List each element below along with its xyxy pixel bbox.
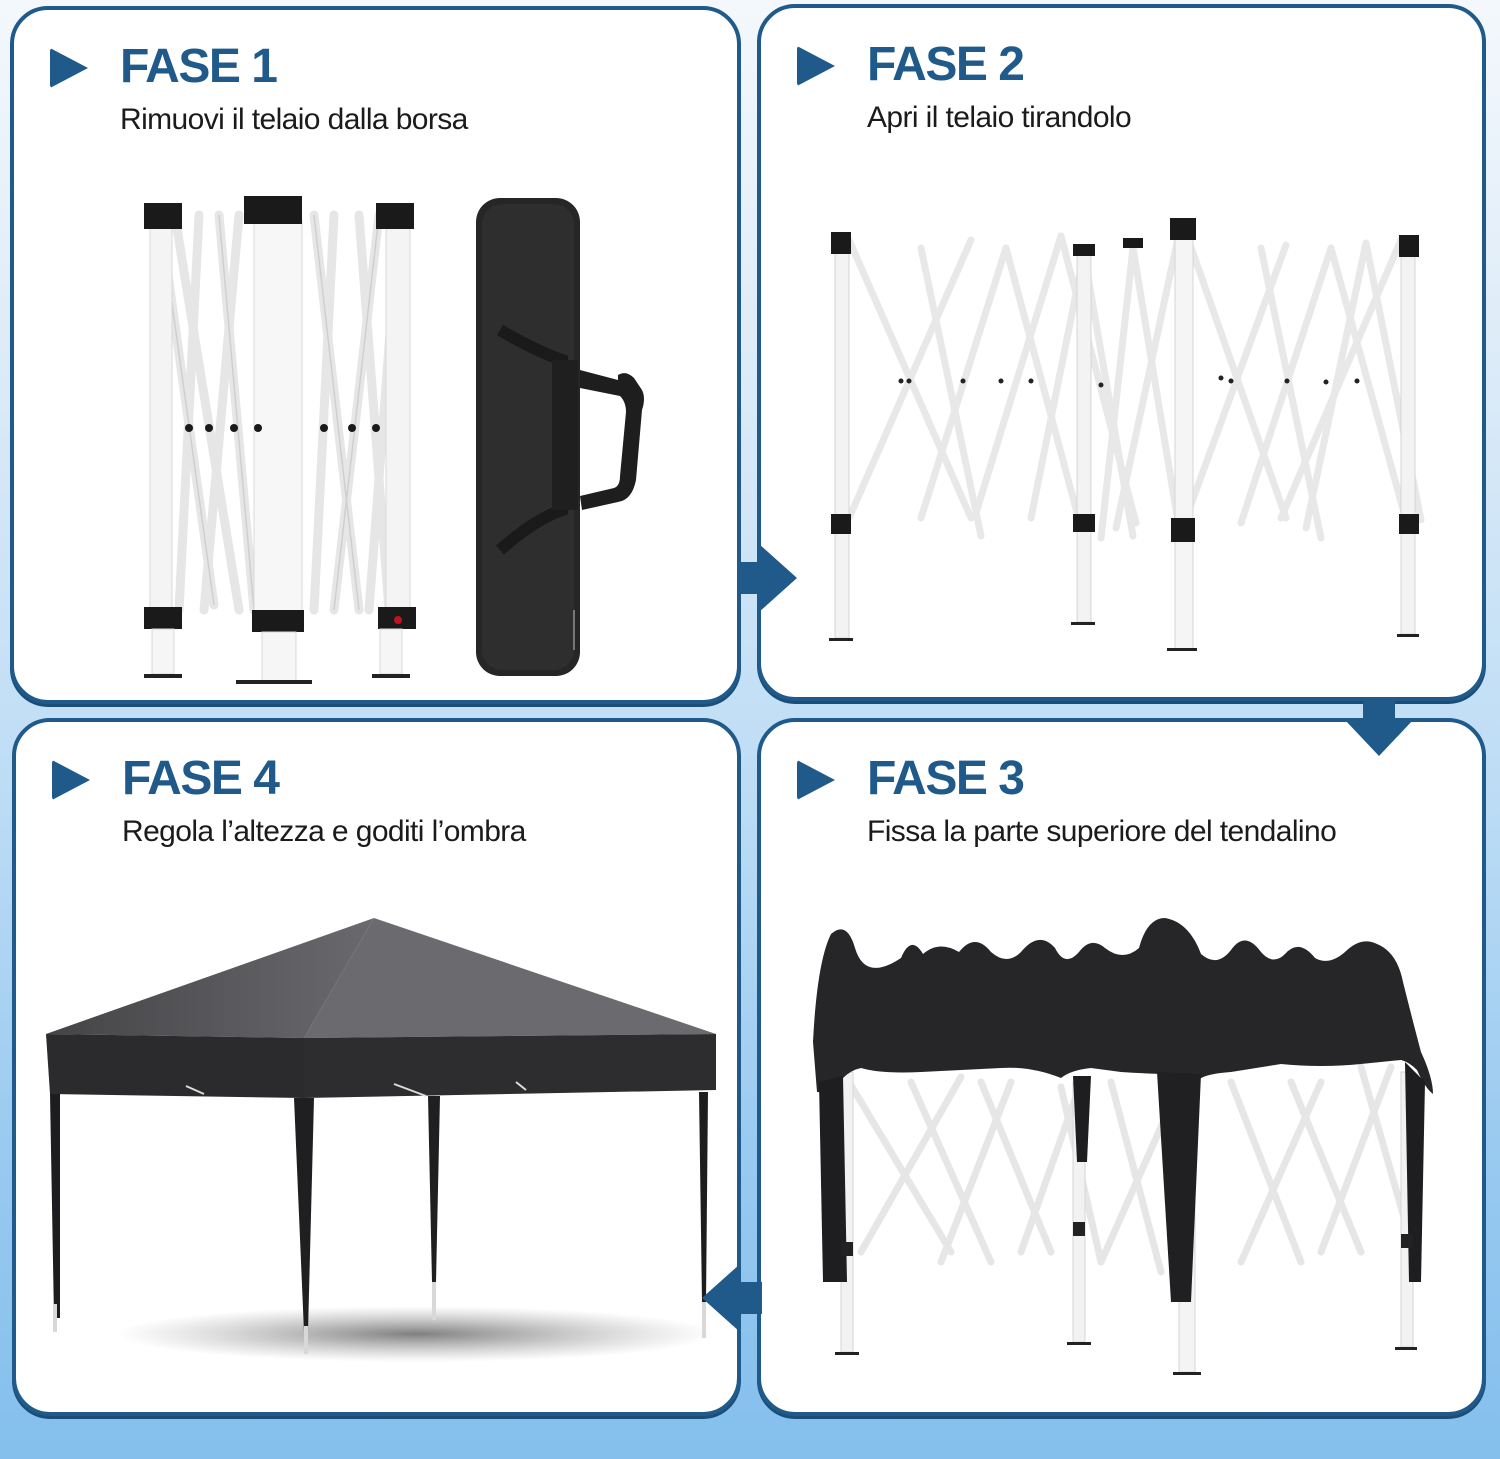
expanded-frame-illustration <box>829 218 1425 651</box>
step-title: FASE 3 <box>867 752 1025 805</box>
folded-frame-and-bag-illustration <box>144 196 644 684</box>
step-description: Fissa la parte superiore del tendalino <box>867 815 1337 848</box>
carry-bag-icon <box>476 198 644 676</box>
step-panel-2: FASE 2 Apri il telaio tirandolo <box>757 4 1486 701</box>
gazebo-illustration <box>46 918 716 1362</box>
step-description: Rimuovi il telaio dalla borsa <box>120 103 468 136</box>
play-triangle-icon <box>50 48 88 88</box>
step-description: Regola l’altezza e goditi l’ombra <box>122 815 526 848</box>
step-title: FASE 1 <box>120 40 278 93</box>
arrow-right-icon <box>737 544 797 612</box>
step-title: FASE 4 <box>122 752 280 805</box>
scissor-frame-icon <box>829 218 1425 651</box>
step-panel-1: FASE 1 Rimuovi il telaio dalla borsa <box>10 6 741 704</box>
arrow-down-icon <box>1345 698 1413 756</box>
arrow-left-icon <box>702 1264 762 1332</box>
step-description: Apri il telaio tirandolo <box>867 101 1132 134</box>
gazebo-icon <box>46 918 716 1362</box>
folded-frame-icon <box>144 196 416 684</box>
frame-with-canopy-icon <box>813 918 1433 1375</box>
step-title: FASE 2 <box>867 38 1025 91</box>
play-triangle-icon <box>797 760 835 800</box>
step-panel-4: FASE 4 Regola l’altezza e goditi l’ombra <box>12 718 741 1416</box>
step-panel-3: FASE 3 Fissa la parte superiore del tend… <box>757 718 1486 1416</box>
play-triangle-icon <box>797 46 835 86</box>
draped-canopy-illustration <box>813 918 1433 1375</box>
play-triangle-icon <box>52 760 90 800</box>
